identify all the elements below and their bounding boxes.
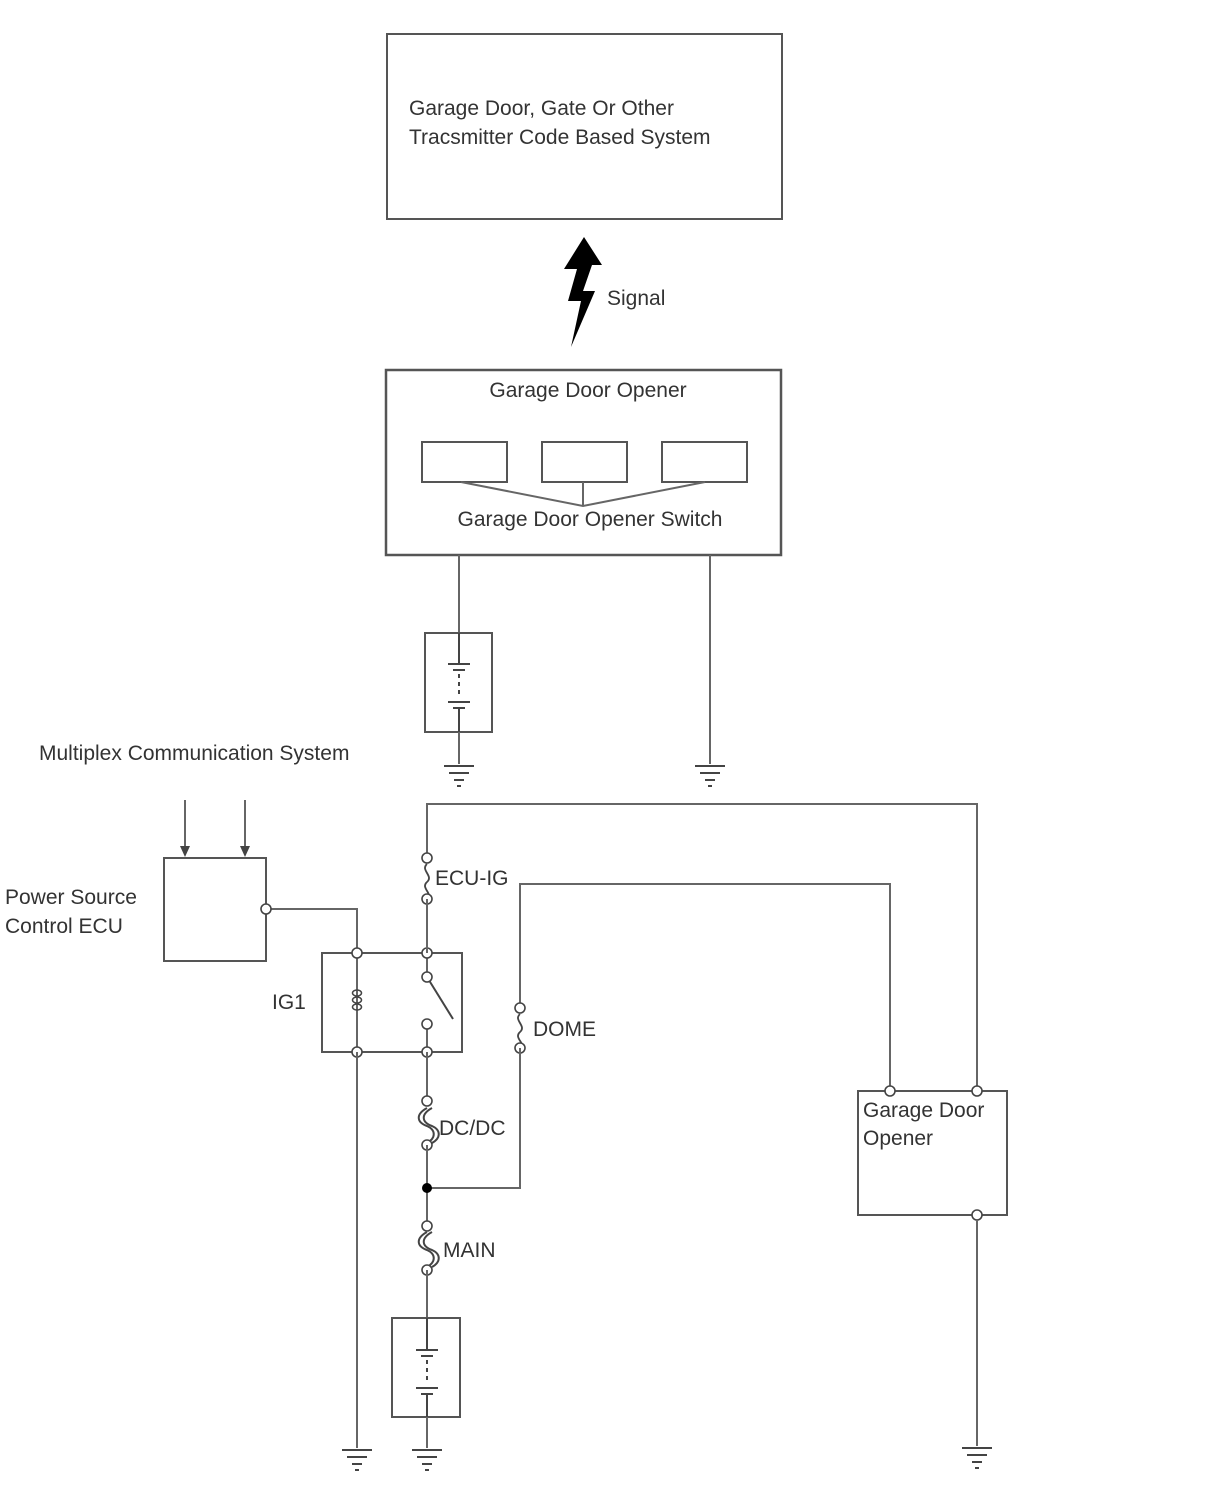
multiplex-input-arrows bbox=[180, 800, 250, 857]
ig1-label: IG1 bbox=[272, 991, 306, 1014]
garage-door-opener-unit: Garage Door Opener bbox=[857, 1085, 1008, 1221]
multiplex-communication-label: Multiplex Communication System bbox=[39, 742, 349, 765]
dcdc-fuse-label: DC/DC bbox=[439, 1117, 506, 1140]
ecu-ig-fuse-icon bbox=[421, 852, 433, 905]
dcdc-fuse-icon bbox=[417, 1095, 440, 1151]
psc-ecu-label-line1: Power Source bbox=[5, 886, 137, 909]
transmitter-system-label-line2: Tracsmitter Code Based System bbox=[409, 126, 711, 149]
psc-ecu-label-line2: Control ECU bbox=[5, 915, 123, 938]
dome-fuse-icon bbox=[514, 1002, 526, 1054]
power-source-control-ecu: Power Source Control ECU bbox=[5, 857, 267, 962]
transmitter-code-system-box: Garage Door, Gate Or Other Tracsmitter C… bbox=[386, 33, 783, 220]
garage-door-opener-box: Garage Door Opener Garage Door Opener Sw… bbox=[384, 368, 783, 557]
opener-switch-3 bbox=[661, 441, 748, 483]
main-fuse-icon bbox=[417, 1220, 440, 1276]
battery-icon bbox=[391, 1317, 461, 1418]
garage-door-opener-unit-label-line1: Garage Door bbox=[863, 1099, 984, 1122]
wire-junction-dot bbox=[422, 1183, 432, 1193]
opener-switch-2 bbox=[541, 441, 628, 483]
relay-switch-contact bbox=[426, 976, 454, 1020]
ig1-relay bbox=[321, 947, 463, 1058]
ground-icon bbox=[342, 1449, 372, 1471]
transmitter-system-label-line1: Garage Door, Gate Or Other bbox=[409, 97, 674, 120]
garage-door-opener-switch-label: Garage Door Opener Switch bbox=[458, 508, 723, 531]
ground-icon bbox=[695, 765, 725, 787]
garage-door-opener-title: Garage Door Opener bbox=[489, 379, 686, 402]
ecu-ig-fuse-label: ECU-IG bbox=[435, 867, 509, 890]
dome-fuse-label: DOME bbox=[533, 1018, 596, 1041]
internal-battery-icon bbox=[424, 632, 493, 733]
signal-label: Signal bbox=[607, 287, 665, 310]
signal-arrow-icon bbox=[564, 237, 602, 347]
relay-coil-icon bbox=[351, 989, 363, 1011]
ground-icon bbox=[962, 1447, 992, 1469]
garage-door-opener-unit-label-line2: Opener bbox=[863, 1127, 933, 1150]
ground-icon bbox=[444, 765, 474, 787]
ground-icon bbox=[412, 1449, 442, 1471]
main-fuse-label: MAIN bbox=[443, 1239, 496, 1262]
opener-switch-1 bbox=[421, 441, 508, 483]
